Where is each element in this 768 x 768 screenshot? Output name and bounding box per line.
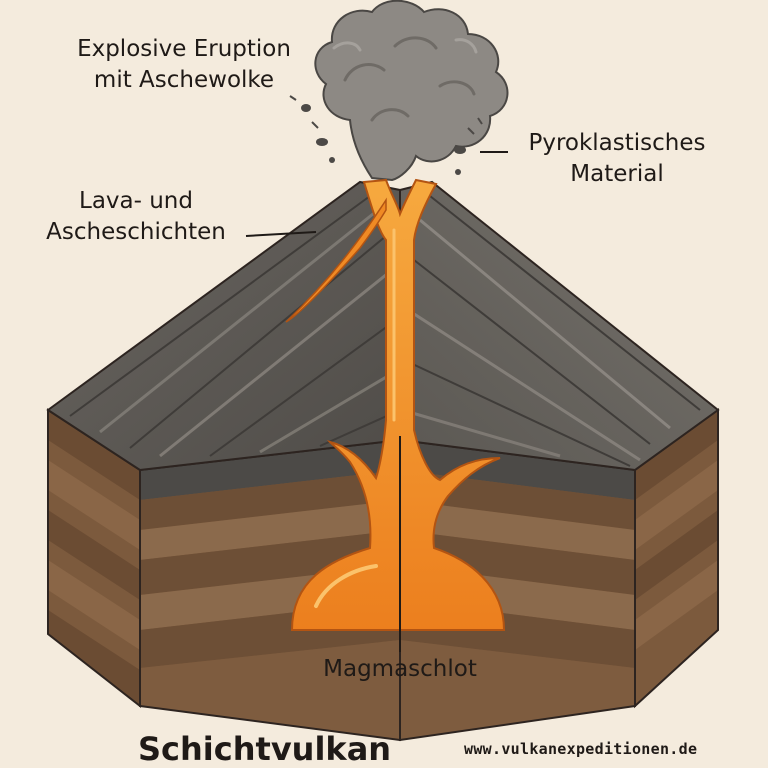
cone-left-slope xyxy=(46,180,401,472)
layers-label: Lava- und Ascheschichten xyxy=(28,186,244,248)
magma-chamber xyxy=(285,178,506,631)
diagram-title: Schichtvulkan xyxy=(138,730,392,768)
website-url: www.vulkanexpeditionen.de xyxy=(464,740,698,758)
pyroclastic-label-line2: Material xyxy=(570,161,664,187)
pyroclastic-label-line1: Pyroklastisches xyxy=(528,130,706,156)
cone-right-slope xyxy=(399,180,720,472)
eruption-label: Explosive Eruption mit Aschewolke xyxy=(54,34,314,96)
pyroclastic-debris xyxy=(289,95,483,175)
magma-label-text: Magmaschlot xyxy=(323,656,477,682)
layers-label-line1: Lava- und xyxy=(79,188,193,214)
magma-label: Magmaschlot xyxy=(290,654,510,685)
pyroclastic-label: Pyroklastisches Material xyxy=(512,128,722,190)
layers-label-line2: Ascheschichten xyxy=(46,219,226,245)
left-block-face xyxy=(47,408,141,709)
ash-cloud xyxy=(314,0,509,182)
leader-lines xyxy=(245,151,508,652)
right-block-face xyxy=(634,408,719,709)
eruption-label-line2: mit Aschewolke xyxy=(93,67,275,93)
eruption-label-line1: Explosive Eruption xyxy=(77,36,291,62)
